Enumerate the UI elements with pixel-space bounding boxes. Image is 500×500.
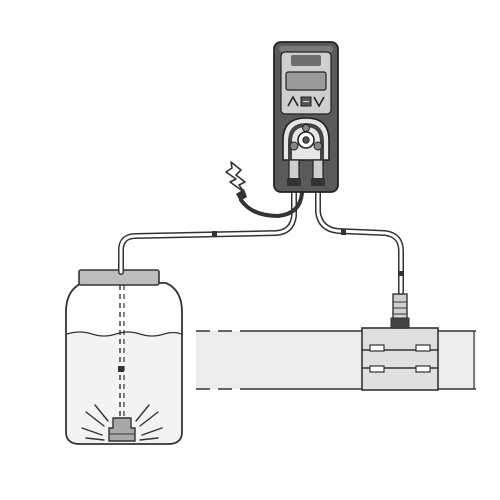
fitting-bolt-left-top xyxy=(369,344,385,352)
suction-tube xyxy=(118,190,297,275)
fitting-bolt-left-bottom xyxy=(369,365,385,373)
fitting-bolt-right-bottom xyxy=(415,365,431,373)
keypad xyxy=(287,95,325,108)
discharge-tube xyxy=(315,190,404,295)
injection-valve-nut xyxy=(390,317,410,329)
fitting-saddle xyxy=(361,327,439,391)
inlet-fitting xyxy=(288,159,300,181)
pump-housing-highlight xyxy=(279,46,333,52)
up-arrow-key xyxy=(287,95,299,107)
lance-marker xyxy=(118,366,124,372)
outlet-fitting xyxy=(312,159,324,181)
discharge-tube-clip xyxy=(341,229,346,235)
foot-valve xyxy=(108,417,136,442)
suction-tube-clip xyxy=(212,231,217,237)
discharge-tube-clip-2 xyxy=(398,271,404,276)
liquid-level-line xyxy=(66,331,182,337)
chemical-tank xyxy=(65,269,183,445)
brand-badge xyxy=(291,55,321,66)
pump-brand-text xyxy=(291,53,331,67)
down-arrow-key xyxy=(313,96,325,108)
lcd-display xyxy=(285,71,327,91)
fitting-bolt-right-top xyxy=(415,344,431,352)
roller-right xyxy=(313,141,323,151)
agitation-lines xyxy=(81,404,163,441)
roller-left xyxy=(289,141,299,151)
outlet-nut xyxy=(311,178,325,186)
dosing-pump xyxy=(273,41,339,193)
lightning-bolt-icon xyxy=(225,161,246,193)
roller-top xyxy=(302,124,310,132)
injection-fitting xyxy=(361,293,439,391)
pump-head xyxy=(282,117,330,161)
roller-center xyxy=(302,136,310,144)
inlet-nut xyxy=(287,178,301,186)
